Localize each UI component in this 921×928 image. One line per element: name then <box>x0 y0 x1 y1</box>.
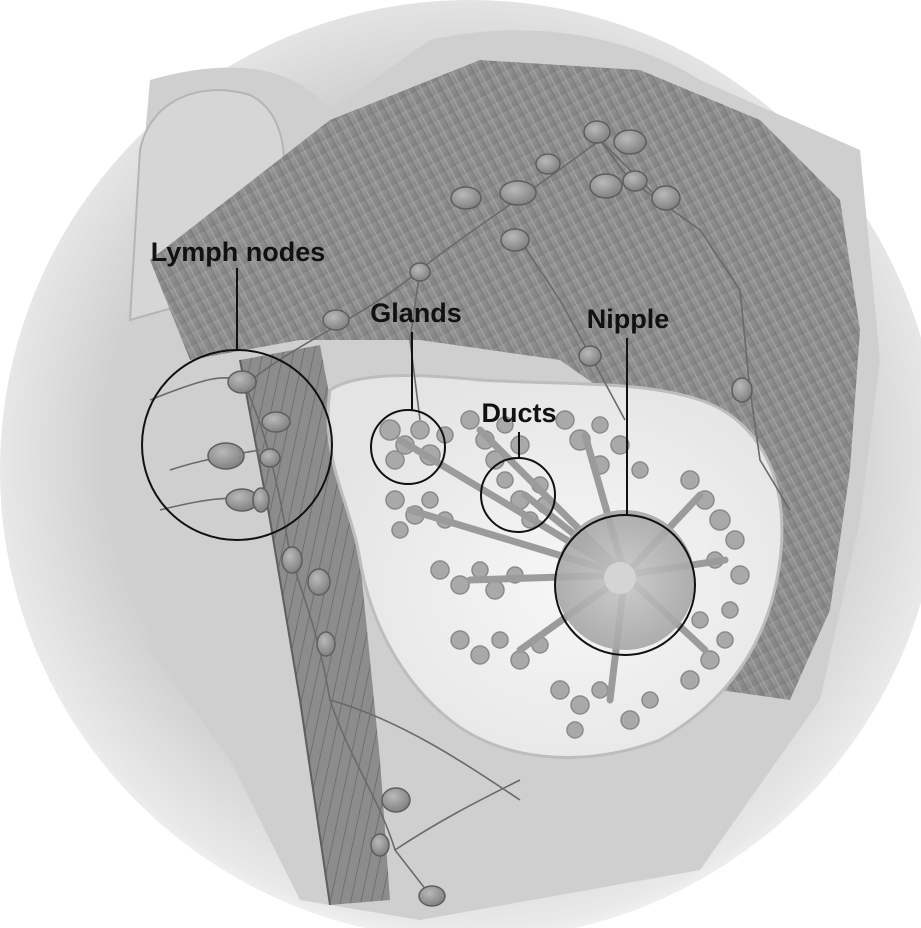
nipple-areola <box>555 510 695 650</box>
glands-label: Glands <box>370 298 462 328</box>
ducts-label: Ducts <box>481 398 556 428</box>
nipple-label: Nipple <box>587 304 670 334</box>
lymph-nodes-label: Lymph nodes <box>151 237 326 267</box>
